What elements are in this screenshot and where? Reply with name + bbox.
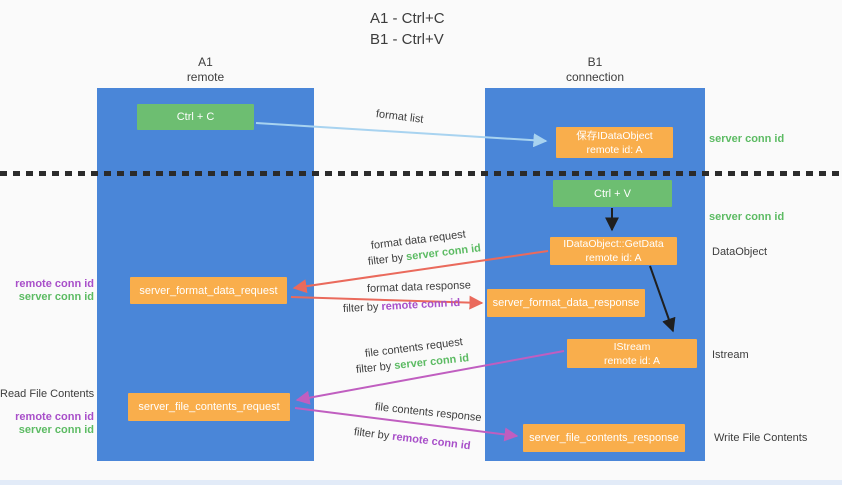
box-idataobject-getdata: IDataObject::GetData remote id: A [550,237,677,265]
box-save-idataobject: 保存IDataObject remote id: A [556,127,673,158]
lane-a-header: A1 remote [97,55,314,85]
write-file-contents-label: Write File Contents [714,432,808,444]
lane-b-name: B1 [587,55,603,69]
server-conn-id-left-2: server conn id [18,424,94,436]
filter-by-text: filter by [355,360,392,376]
box-idataobject-getdata-line1: IDataObject::GetData [563,238,664,250]
diagram-title: A1 - Ctrl+C B1 - Ctrl+V [370,8,445,50]
box-server-file-contents-response-label: server_file_contents_response [529,432,679,444]
left-conn-id-group-2: remote conn id server conn id [0,411,94,437]
box-ctrl-v: Ctrl + V [553,180,672,207]
box-save-idataobject-line2: remote id: A [586,143,643,156]
bottom-edge-strip [0,480,842,485]
box-ctrl-c: Ctrl + C [137,104,254,130]
box-ctrl-c-label: Ctrl + C [176,111,215,123]
box-server-format-data-response: server_format_data_response [487,289,645,317]
server-conn-id-right-top: server conn id [709,133,785,145]
format-list-label: format list [375,108,425,126]
box-server-format-data-request: server_format_data_request [130,277,287,304]
lane-a-name: A1 [198,55,213,69]
server-conn-id-right-mid: server conn id [709,211,785,223]
filter-by-text: filter by [342,301,379,315]
remote-conn-id-left-2: remote conn id [15,411,94,423]
box-istream-line1: IStream [613,340,651,353]
format-data-response-label: format data response [366,279,472,295]
file-contents-response-label: file contents response [374,401,483,425]
lane-b-subtitle: connection [565,70,625,84]
box-ctrl-v-label: Ctrl + V [594,187,631,200]
box-server-file-contents-response: server_file_contents_response [523,424,685,452]
box-save-idataobject-line1: 保存IDataObject [576,129,653,142]
box-server-file-contents-request-label: server_file_contents_request [138,401,280,413]
left-conn-id-group-1: remote conn id server conn id [0,278,94,304]
title-line-2: B1 - Ctrl+V [370,31,444,48]
box-server-format-data-response-label: server_format_data_response [492,297,640,309]
remote-conn-id-text: remote conn id [391,430,472,453]
box-istream-line2: remote id: A [603,354,661,367]
remote-conn-id-text: remote conn id [381,296,461,313]
read-file-contents-label: Read File Contents [0,388,95,400]
remote-conn-id-left-1: remote conn id [15,278,94,290]
lane-a-subtitle: remote [186,70,225,84]
box-idataobject-getdata-line2: remote id: A [585,252,642,264]
lane-b-header: B1 connection [485,55,705,85]
server-conn-id-left-1: server conn id [18,291,94,303]
box-server-file-contents-request: server_file_contents_request [128,393,290,421]
box-server-format-data-request-label: server_format_data_request [139,284,278,297]
filter-by-text: filter by [353,426,390,443]
title-line-1: A1 - Ctrl+C [370,10,445,27]
filter-by-text: filter by [367,251,404,268]
istream-label: Istream [712,349,749,361]
dataobject-label: DataObject [712,246,768,258]
box-istream: IStream remote id: A [567,339,697,368]
phase-divider-line [0,171,842,176]
